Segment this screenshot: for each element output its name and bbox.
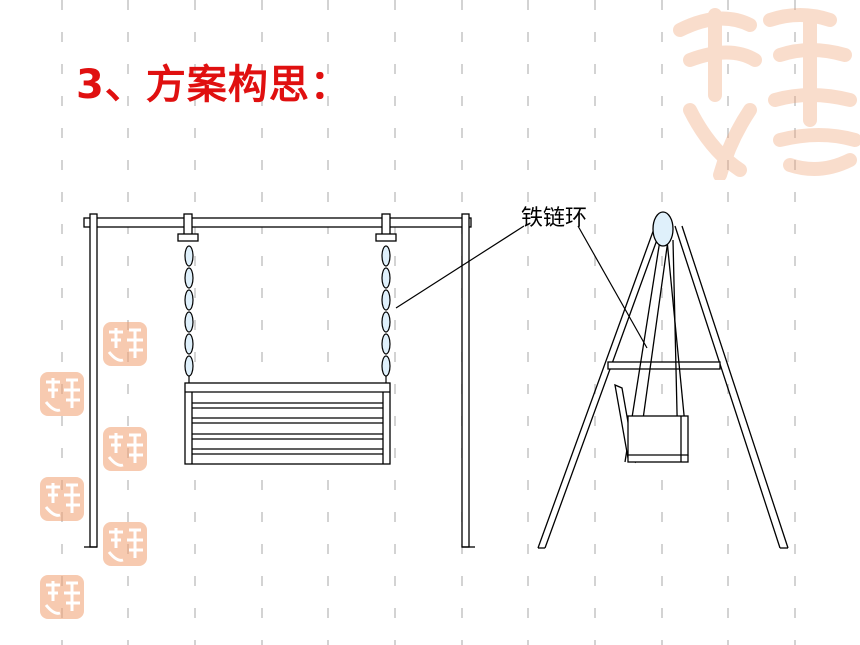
- callout-label: 铁链环: [521, 206, 588, 231]
- watermark-seal-large: [673, 8, 860, 180]
- slide-title: 3、方案构思：: [76, 62, 351, 108]
- watermark-stamp: [103, 322, 147, 366]
- swing-seat: [184, 382, 391, 465]
- watermark-stamp: [103, 427, 147, 471]
- watermark-stamp: [40, 477, 84, 521]
- callout-leaders: [395, 225, 648, 349]
- chain-right: [381, 245, 391, 377]
- chain-ring: [652, 211, 674, 247]
- watermark-stamp: [103, 522, 147, 566]
- watermark-stamp: [40, 575, 84, 619]
- watermark-stamp: [40, 372, 84, 416]
